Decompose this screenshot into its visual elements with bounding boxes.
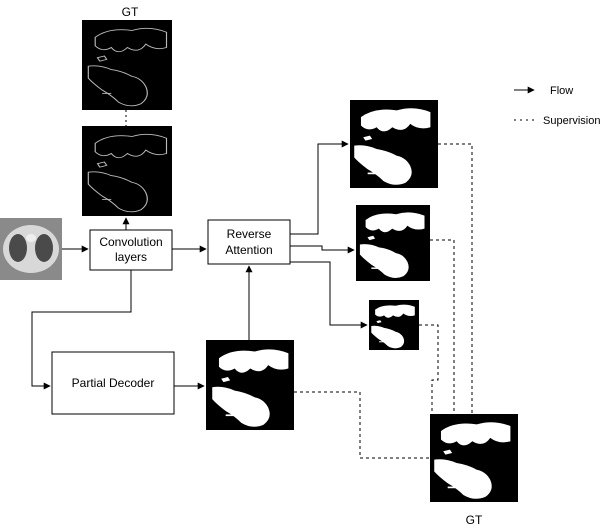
supervision-ra3 <box>419 324 439 414</box>
legend-supervision-label: Supervision <box>543 115 600 127</box>
partial-decoder-node: Partial Decoder <box>51 351 175 415</box>
supervision-ra1 <box>438 143 473 414</box>
gt-bottom-label: GT <box>466 513 483 527</box>
arrow-ra-to-mask3 <box>290 261 368 329</box>
conv-label-line2: layers <box>115 250 147 264</box>
legend: Flow Supervision <box>514 85 600 127</box>
conv-label-line1: Convolution <box>99 235 162 249</box>
arrow-conv-to-pd <box>31 270 132 390</box>
arrow-ra-to-mask1 <box>290 140 349 235</box>
gt-top-label: GT <box>122 5 139 19</box>
edge-map-top <box>82 20 172 110</box>
mask-gt-bottom <box>430 414 518 502</box>
mask-ra-output-2 <box>356 205 430 281</box>
mask-decoder-output <box>206 340 294 430</box>
supervision-ra2 <box>430 239 455 414</box>
pd-label: Partial Decoder <box>72 376 155 390</box>
arrow-ra-to-mask2 <box>290 245 355 254</box>
convolution-layers-node: Convolution layers <box>89 229 173 271</box>
supervision-decoder <box>294 391 430 459</box>
mask-ra-output-1 <box>350 100 438 188</box>
ct-input-image <box>0 218 62 280</box>
ra-label-line2: Attention <box>225 243 272 257</box>
supervision-lines <box>294 143 473 459</box>
mask-ra-output-3 <box>369 300 419 350</box>
edge-map-conv <box>82 126 172 216</box>
legend-flow-label: Flow <box>550 85 573 97</box>
ra-label-line1: Reverse <box>227 227 272 241</box>
flow-arrows <box>31 140 368 390</box>
reverse-attention-node: Reverse Attention <box>207 219 291 265</box>
